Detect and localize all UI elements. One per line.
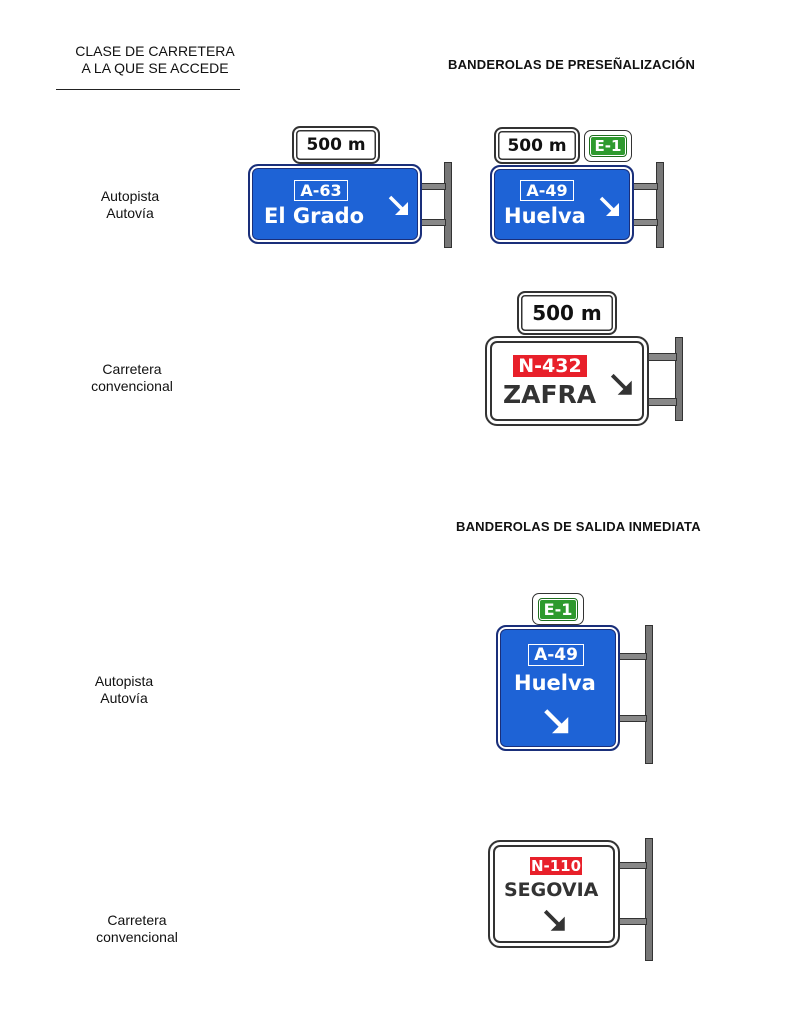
sign-arm bbox=[632, 183, 658, 190]
euroroute-plate: E-1 bbox=[532, 593, 584, 625]
header-underline bbox=[56, 89, 240, 90]
euroroute-number: E-1 bbox=[537, 597, 579, 621]
route-number: N-432 bbox=[513, 355, 587, 377]
road-class-label: Carretera bbox=[107, 912, 167, 928]
sign-arm bbox=[420, 219, 446, 226]
road-class-header: CLASE DE CARRETERA A LA QUE SE ACCEDE bbox=[60, 43, 250, 77]
arrow-down-right-icon bbox=[388, 195, 408, 215]
road-class-header-line1: CLASE DE CARRETERA bbox=[75, 43, 235, 59]
destination-name: Huelva bbox=[504, 204, 586, 228]
direction-panel: N-432 ZAFRA bbox=[485, 336, 649, 426]
road-class-header-line2: A LA QUE SE ACCEDE bbox=[81, 60, 229, 76]
sign-arm bbox=[619, 862, 647, 869]
road-class-label: convencional bbox=[96, 929, 178, 945]
section-title-preseñalizacion: BANDEROLAS DE PRESEÑALIZACIÓN bbox=[448, 57, 696, 72]
sign-post bbox=[656, 162, 664, 248]
arrow-down-right-icon bbox=[544, 709, 569, 734]
arrow-down-right-icon bbox=[543, 909, 565, 931]
direction-panel: A-49 Huelva bbox=[490, 165, 634, 244]
destination-name: ZAFRA bbox=[503, 380, 597, 409]
direction-panel: A-63 El Grado bbox=[248, 164, 422, 244]
euroroute-number: E-1 bbox=[588, 135, 628, 157]
road-class-label: Carretera bbox=[102, 361, 162, 377]
arrow-down-right-icon bbox=[599, 196, 619, 216]
direction-panel: N-110 SEGOVIA bbox=[488, 840, 620, 948]
road-class-label: Autovía bbox=[106, 205, 154, 221]
road-class-conventional-2: Carretera convencional bbox=[87, 912, 187, 946]
sign-arm bbox=[619, 715, 647, 722]
sign-post bbox=[444, 162, 452, 248]
sign-arm bbox=[420, 183, 446, 190]
route-number: A-49 bbox=[520, 180, 574, 201]
road-class-label: Autopista bbox=[100, 188, 160, 204]
sign-post bbox=[675, 337, 683, 421]
route-number: N-110 bbox=[530, 857, 582, 875]
sign-arm bbox=[619, 918, 647, 925]
distance-plate: 500 m bbox=[292, 126, 380, 164]
road-class-motorway-2: Autopista Autovía bbox=[74, 673, 174, 707]
road-class-motorway-1: Autopista Autovía bbox=[80, 188, 180, 222]
direction-panel: A-49 Huelva bbox=[496, 625, 620, 751]
distance-plate: 500 m bbox=[517, 291, 617, 335]
road-class-label: Autopista bbox=[94, 673, 154, 689]
sign-arm bbox=[632, 219, 658, 226]
section-title-salida-inmediata: BANDEROLAS DE SALIDA INMEDIATA bbox=[456, 519, 701, 534]
route-number: A-49 bbox=[528, 644, 584, 666]
sign-arm bbox=[648, 353, 677, 361]
arrow-down-right-icon bbox=[610, 373, 632, 395]
road-class-conventional-1: Carretera convencional bbox=[82, 361, 182, 395]
distance-plate: 500 m bbox=[494, 127, 580, 164]
destination-name: SEGOVIA bbox=[504, 879, 599, 901]
destination-name: El Grado bbox=[264, 204, 365, 228]
sign-arm bbox=[648, 398, 677, 406]
road-class-label: convencional bbox=[91, 378, 173, 394]
destination-name: Huelva bbox=[514, 671, 596, 695]
sign-arm bbox=[619, 653, 647, 660]
sign-post bbox=[645, 838, 653, 961]
euroroute-plate: E-1 bbox=[584, 130, 632, 162]
sign-post bbox=[645, 625, 653, 764]
route-number: A-63 bbox=[294, 180, 348, 201]
road-class-label: Autovía bbox=[100, 690, 148, 706]
